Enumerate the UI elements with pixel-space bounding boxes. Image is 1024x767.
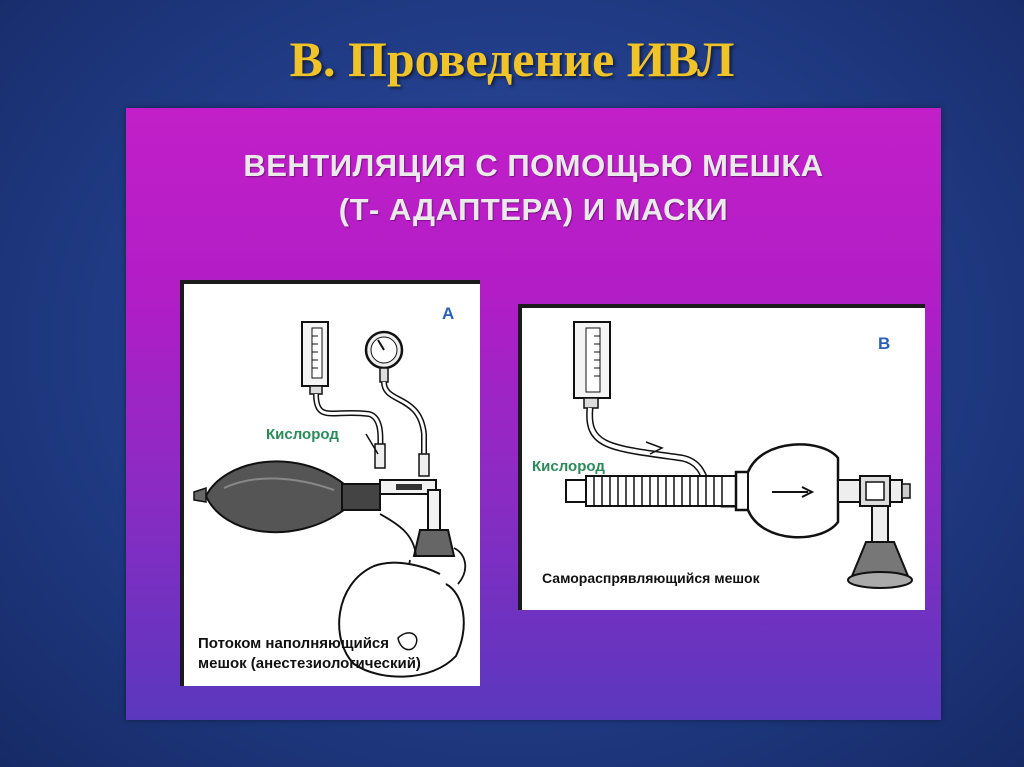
pressure-gauge-icon	[366, 332, 402, 382]
figure-a-caption: Потоком наполняющийся мешок (анестезиоло…	[198, 634, 421, 674]
figure-a-oxygen-label: Кислород	[266, 426, 339, 443]
figure-b-illustration	[522, 308, 921, 606]
slide-title: В. Проведение ИВЛ	[0, 30, 1024, 88]
panel-heading-line1: ВЕНТИЛЯЦИЯ С ПОМОЩЬЮ МЕШКА	[126, 144, 941, 188]
figure-a-caption-line1: Потоком наполняющийся	[198, 634, 421, 654]
flowmeter-icon	[302, 322, 328, 394]
figure-a-letter: А	[442, 304, 454, 324]
valve-assembly-icon	[838, 476, 910, 542]
anesthesia-bag-icon	[194, 461, 380, 532]
figure-a-card: А Кислород Потоком наполняющийся мешок (…	[180, 280, 480, 686]
figure-a-caption-line2: мешок (анестезиологический)	[198, 654, 421, 674]
figure-b-caption: Самораспрявляющийся мешок	[542, 570, 760, 586]
flowmeter-icon	[574, 322, 610, 408]
figure-b-card: В Кислород Самораспрявляющийся мешок	[518, 304, 925, 610]
panel-heading-line2: (Т- АДАПТЕРА) И МАСКИ	[126, 188, 941, 232]
self-inflating-bag-icon	[736, 444, 838, 537]
figure-a-illustration	[184, 284, 476, 682]
figure-b-oxygen-label: Кислород	[532, 458, 605, 475]
panel-heading: ВЕНТИЛЯЦИЯ С ПОМОЩЬЮ МЕШКА (Т- АДАПТЕРА)…	[126, 144, 941, 232]
reservoir-tube-icon	[586, 476, 736, 506]
mask-icon	[848, 542, 912, 588]
figure-b-letter: В	[878, 334, 890, 354]
